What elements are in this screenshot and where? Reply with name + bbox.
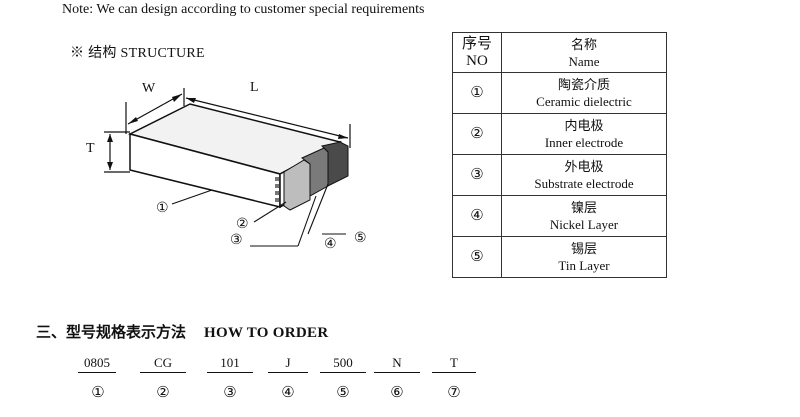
legend-header-row: 序号 NO 名称 Name	[452, 32, 667, 73]
order-title-cn: 三、型号规格表示方法	[36, 325, 187, 341]
order-code-part: N	[374, 355, 420, 373]
order-title-en: HOW TO ORDER	[204, 325, 329, 341]
l-dimension-line	[185, 97, 349, 139]
order-code-part: 101	[207, 355, 253, 373]
order-index: ①	[91, 385, 105, 401]
dimension-t-label: T	[86, 141, 95, 156]
legend-row: ④ 镍层 Nickel Layer	[452, 195, 667, 237]
structure-title: ※ 结构 STRUCTURE	[70, 46, 205, 61]
leader-1	[171, 189, 213, 205]
legend-row-number: ①	[452, 72, 502, 114]
legend-row: ③ 外电极 Substrate electrode	[452, 154, 667, 196]
order-index: ③	[223, 385, 237, 401]
legend-header-name: 名称 Name	[501, 32, 667, 73]
leader-2	[253, 201, 287, 223]
order-index: ②	[156, 385, 170, 401]
callout-4: ④	[324, 237, 337, 252]
legend-row: ⑤ 锡层 Tin Layer	[452, 236, 667, 278]
order-code-part: T	[432, 355, 476, 373]
dimension-l-label: L	[250, 80, 259, 95]
callout-3: ③	[230, 233, 243, 248]
legend-row-number: ⑤	[452, 236, 502, 278]
dimension-w-label: W	[142, 81, 156, 96]
legend-row-name: 锡层 Tin Layer	[501, 236, 667, 278]
dimension-arrows	[107, 94, 348, 170]
legend-row-number: ②	[452, 113, 502, 155]
order-code-part: 0805	[78, 355, 116, 373]
order-index: ⑦	[447, 385, 461, 401]
tin-layer	[321, 141, 349, 187]
callout-5: ⑤	[354, 231, 367, 246]
leader-3	[297, 195, 317, 247]
termination-layers	[283, 141, 349, 211]
note-text: Note: We can design according to custome…	[62, 2, 425, 17]
order-code-part: 500	[320, 355, 366, 373]
legend-row-name: 外电极 Substrate electrode	[501, 154, 667, 196]
legend-row: ② 内电极 Inner electrode	[452, 113, 667, 155]
legend-row-number: ③	[452, 154, 502, 196]
order-code-part: CG	[140, 355, 186, 373]
legend-row-name: 镍层 Nickel Layer	[501, 195, 667, 237]
callout-2: ②	[236, 217, 249, 232]
order-index: ④	[281, 385, 295, 401]
leader-4	[307, 183, 329, 235]
legend-row-number: ④	[452, 195, 502, 237]
order-index: ⑥	[390, 385, 404, 401]
order-section-title: 三、型号规格表示方法 HOW TO ORDER	[36, 321, 328, 342]
legend-row: ① 陶瓷介质 Ceramic dielectric	[452, 72, 667, 114]
structure-legend-table: 序号 NO 名称 Name ① 陶瓷介质 Ceramic dielectric …	[452, 32, 667, 278]
callout-1: ①	[156, 201, 169, 216]
chip-structure-diagram: W L T ① ② ③ ④ ⑤	[86, 80, 367, 252]
legend-row-name: 内电极 Inner electrode	[501, 113, 667, 155]
inner-electrode-layers	[275, 177, 279, 202]
order-index: ⑤	[336, 385, 350, 401]
legend-header-no: 序号 NO	[452, 32, 502, 73]
legend-row-name: 陶瓷介质 Ceramic dielectric	[501, 72, 667, 114]
order-code-part: J	[268, 355, 308, 373]
